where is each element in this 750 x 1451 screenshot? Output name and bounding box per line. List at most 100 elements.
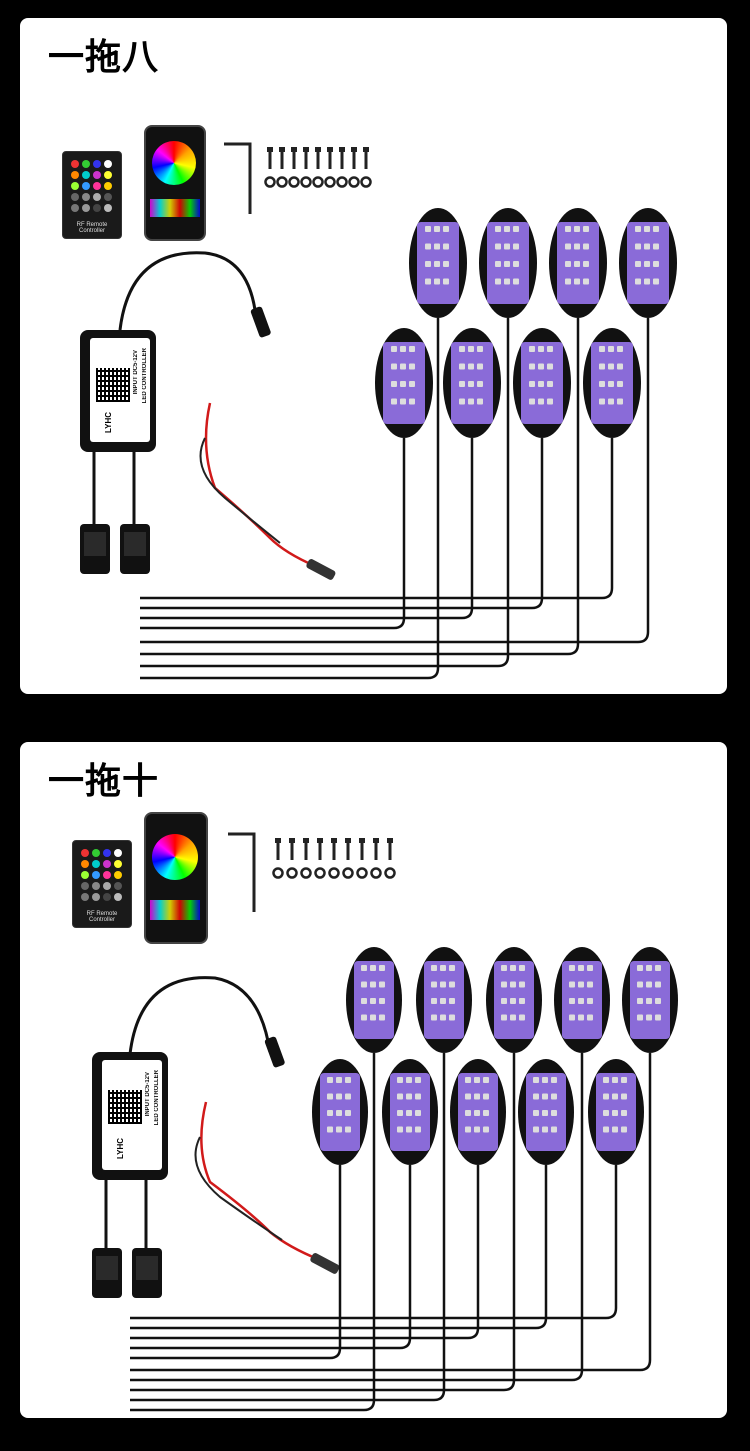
led-chip <box>397 1110 403 1116</box>
screw-head <box>339 147 345 152</box>
led-chip <box>513 226 519 232</box>
rf-remote: RF Remote Controller <box>72 840 132 928</box>
led-controller: LED CONTROLLER INPUT DC5-12V LYHC <box>92 1052 168 1180</box>
led-chip <box>449 965 455 971</box>
remote-button <box>92 849 100 857</box>
led-chip <box>538 346 544 352</box>
led-chip <box>468 346 474 352</box>
led-chip <box>587 1014 593 1021</box>
led-chip <box>637 1014 643 1021</box>
screw-head <box>315 147 321 152</box>
screw <box>318 842 322 860</box>
led-chip <box>510 981 516 988</box>
power-wire-black <box>199 437 281 544</box>
led-chip <box>391 398 397 405</box>
screw <box>304 151 308 169</box>
controller-cable <box>118 251 258 331</box>
remote-label: RF Remote Controller <box>76 222 108 234</box>
led-chip <box>547 346 553 352</box>
screw <box>280 151 284 169</box>
led-chip <box>510 1014 516 1021</box>
led-chip <box>336 1110 342 1116</box>
led-chip <box>653 278 659 285</box>
led-chip <box>400 363 406 370</box>
led-chip <box>599 381 605 387</box>
screw-head <box>331 838 337 843</box>
washer <box>314 867 326 879</box>
led-chip <box>519 1014 525 1021</box>
led-chip <box>574 278 580 285</box>
led-chip <box>400 398 406 405</box>
led-chip <box>434 261 440 267</box>
led-chip <box>608 398 614 405</box>
led-chip <box>621 1126 627 1133</box>
screw <box>304 842 308 860</box>
led-chip <box>431 965 437 971</box>
led-chip <box>495 261 501 267</box>
led-chip <box>449 1014 455 1021</box>
pod-cable <box>130 1165 480 1340</box>
led-chip <box>327 1077 333 1083</box>
remote-button <box>104 204 112 212</box>
led-chip <box>587 998 593 1004</box>
led-chip <box>565 278 571 285</box>
remote-button <box>81 882 89 890</box>
remote-button <box>104 182 112 190</box>
led-chip <box>409 346 415 352</box>
washer <box>272 867 284 879</box>
led-chip <box>443 243 449 250</box>
led-chip <box>587 981 593 988</box>
remote-button <box>81 849 89 857</box>
led-chip <box>336 1093 342 1100</box>
led-chip <box>336 1077 342 1083</box>
led-chip <box>542 1093 548 1100</box>
led-chip <box>538 381 544 387</box>
remote-label: RF Remote Controller <box>86 911 118 923</box>
washer <box>300 867 312 879</box>
led-chip <box>621 1077 627 1083</box>
led-chip <box>361 998 367 1004</box>
led-chip <box>637 981 643 988</box>
led-chip <box>449 981 455 988</box>
led-chip <box>583 278 589 285</box>
led-chip <box>599 398 605 405</box>
led-chip <box>538 363 544 370</box>
remote-button <box>92 871 100 879</box>
led-chip <box>459 398 465 405</box>
washer <box>300 176 312 188</box>
led-chip <box>406 1110 412 1116</box>
led-chip <box>327 1110 333 1116</box>
led-chip <box>415 1077 421 1083</box>
led-chip <box>578 965 584 971</box>
led-chip <box>513 243 519 250</box>
led-chip <box>646 998 652 1004</box>
led-chip <box>599 346 605 352</box>
led-chip <box>542 1077 548 1083</box>
led-chip <box>635 261 641 267</box>
pod-cable <box>130 1053 652 1372</box>
led-chip <box>495 278 501 285</box>
power-wire-black <box>194 1136 283 1241</box>
screw <box>268 151 272 169</box>
led-chip <box>501 998 507 1004</box>
led-chip <box>603 1110 609 1116</box>
led-chip <box>603 1077 609 1083</box>
color-wheel-icon <box>152 834 198 880</box>
led-chip <box>459 363 465 370</box>
screw <box>374 842 378 860</box>
led-chip <box>583 243 589 250</box>
led-chip <box>565 261 571 267</box>
led-chip <box>415 1093 421 1100</box>
led-chip <box>468 381 474 387</box>
product-panel-1x10: 一拖十 RF Remote Controller LED CONTROLLER … <box>20 742 727 1418</box>
remote-button <box>71 204 79 212</box>
led-chip <box>644 261 650 267</box>
led-chip <box>565 243 571 250</box>
washer <box>328 867 340 879</box>
led-chip <box>443 261 449 267</box>
led-chip <box>578 1014 584 1021</box>
led-chip <box>646 1014 652 1021</box>
remote-button <box>93 193 101 201</box>
led-chip <box>529 398 535 405</box>
led-chip <box>345 1077 351 1083</box>
